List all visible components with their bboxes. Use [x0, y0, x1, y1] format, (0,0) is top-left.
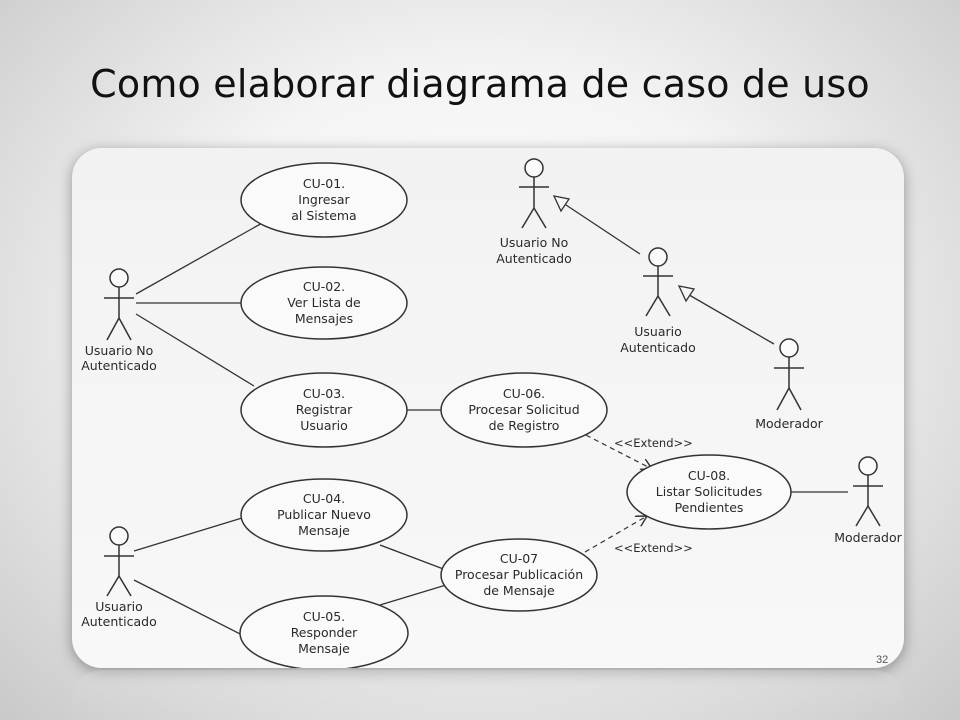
svg-text:Autenticado: Autenticado — [496, 251, 571, 266]
actor-usuario-no-autenticado: Usuario No Autenticado — [81, 268, 157, 373]
svg-text:Usuario: Usuario — [300, 418, 348, 433]
svg-text:Autenticado: Autenticado — [620, 340, 695, 355]
use-case-cu05: CU-05. Responder Mensaje — [239, 595, 409, 668]
svg-text:Moderador: Moderador — [755, 416, 823, 431]
svg-text:de Registro: de Registro — [489, 418, 560, 433]
generalization-arrows — [552, 195, 696, 303]
diagram-canvas: <<Extend>> <<Extend>> CU-01. Ingresar al… — [81, 158, 903, 668]
svg-text:Procesar Publicación: Procesar Publicación — [455, 567, 583, 582]
use-case-diagram: <<Extend>> <<Extend>> CU-01. Ingresar al… — [72, 148, 904, 668]
actor-moderador: Moderador — [834, 456, 903, 545]
generalization-arrowhead — [677, 285, 696, 303]
panel-reflection — [72, 670, 904, 720]
extend-label: <<Extend>> — [614, 541, 693, 555]
slide-title: Como elaborar diagrama de caso de uso — [90, 62, 870, 106]
svg-text:Publicar Nuevo: Publicar Nuevo — [277, 507, 371, 522]
slide-number: 32 — [876, 654, 889, 666]
svg-text:Usuario No: Usuario No — [500, 235, 568, 250]
svg-text:Usuario: Usuario — [95, 599, 143, 614]
svg-text:Usuario No: Usuario No — [85, 343, 153, 358]
hierarchy-actor-usuario-autenticado: Usuario Autenticado — [620, 247, 696, 355]
svg-text:Moderador: Moderador — [834, 530, 902, 545]
svg-text:Registrar: Registrar — [296, 402, 353, 417]
use-case-cu01: CU-01. Ingresar al Sistema — [240, 162, 408, 238]
hierarchy-actor-moderador: Moderador — [755, 338, 824, 431]
extend-dependencies — [577, 430, 652, 553]
svg-text:CU-01.: CU-01. — [303, 176, 345, 191]
svg-text:CU-02.: CU-02. — [303, 279, 345, 294]
svg-text:Autenticado: Autenticado — [81, 358, 156, 373]
svg-text:Mensajes: Mensajes — [295, 311, 353, 326]
extend-label: <<Extend>> — [614, 436, 693, 450]
svg-text:Ingresar: Ingresar — [298, 192, 350, 207]
generalization-arrowhead — [552, 195, 571, 213]
use-case-cu06: CU-06. Procesar Solicitud de Registro — [440, 372, 608, 448]
use-case-cu08: CU-08. Listar Solicitudes Pendientes — [626, 454, 792, 530]
svg-text:CU-08.: CU-08. — [688, 468, 730, 483]
use-case-cu02: CU-02. Ver Lista de Mensajes — [240, 266, 408, 340]
svg-text:de Mensaje: de Mensaje — [483, 583, 555, 598]
hierarchy-actor-usuario-no-autenticado: Usuario No Autenticado — [496, 158, 572, 266]
association-lines — [133, 200, 848, 639]
svg-text:CU-06.: CU-06. — [503, 386, 545, 401]
svg-text:Usuario: Usuario — [634, 324, 682, 339]
svg-text:Responder: Responder — [291, 625, 358, 640]
svg-text:Autenticado: Autenticado — [81, 614, 156, 629]
svg-text:CU-04.: CU-04. — [303, 491, 345, 506]
svg-text:Mensaje: Mensaje — [298, 523, 350, 538]
use-case-cu04: CU-04. Publicar Nuevo Mensaje — [240, 478, 408, 552]
svg-text:CU-07: CU-07 — [500, 551, 538, 566]
svg-text:CU-05.: CU-05. — [303, 609, 345, 624]
svg-text:CU-03.: CU-03. — [303, 386, 345, 401]
svg-text:Ver Lista de: Ver Lista de — [287, 295, 361, 310]
svg-text:Listar Solicitudes: Listar Solicitudes — [656, 484, 762, 499]
svg-text:al Sistema: al Sistema — [291, 208, 356, 223]
actor-usuario-autenticado: Usuario Autenticado — [81, 526, 157, 629]
use-case-cu03: CU-03. Registrar Usuario — [240, 372, 408, 448]
svg-text:Pendientes: Pendientes — [675, 500, 744, 515]
svg-text:Procesar Solicitud: Procesar Solicitud — [468, 402, 579, 417]
svg-text:Mensaje: Mensaje — [298, 641, 350, 656]
use-case-cu07: CU-07 Procesar Publicación de Mensaje — [440, 538, 598, 612]
